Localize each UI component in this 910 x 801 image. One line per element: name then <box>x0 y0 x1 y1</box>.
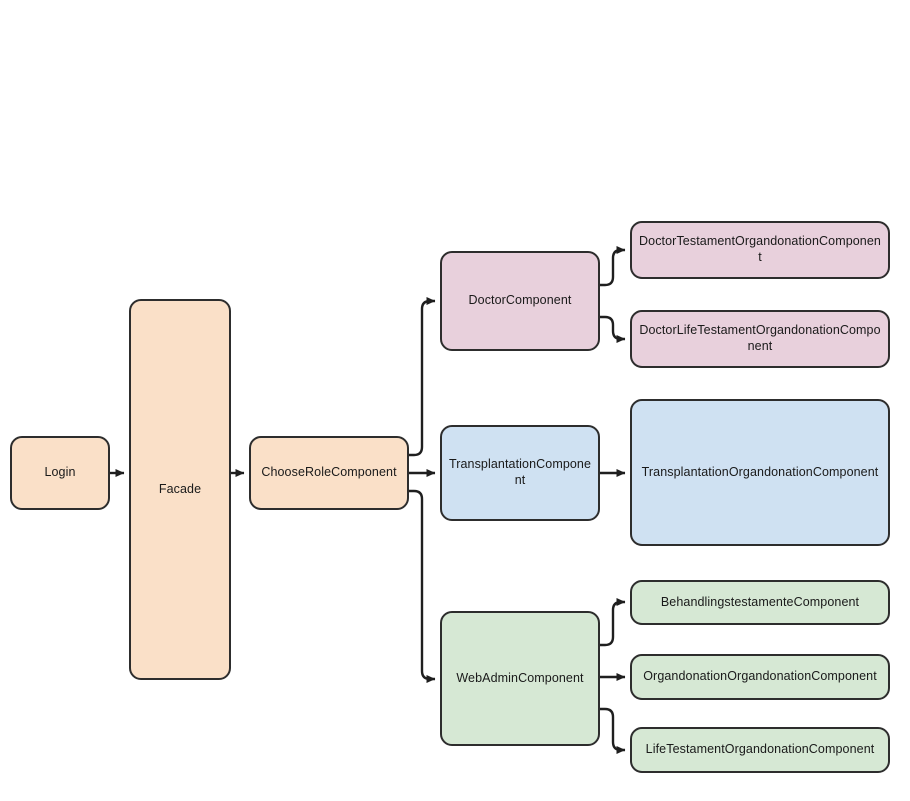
node-doctor-testament-organdonation-component-label: DoctorTestamentOrgandonationComponent <box>639 234 881 264</box>
node-transplantation-component-label: TransplantationComponent <box>448 457 592 487</box>
node-doctor-life-testament-organdonation-component[interactable]: DoctorLifeTestamentOrgandonationComponen… <box>630 310 890 368</box>
edge-doctor-to-doctor-testament <box>600 246 626 287</box>
node-login[interactable]: Login <box>10 436 110 510</box>
node-choose-role-component[interactable]: ChooseRoleComponent <box>249 436 409 510</box>
node-life-testament-organdonation-component[interactable]: LifeTestamentOrgandonationComponent <box>630 727 890 773</box>
node-webadmin-component-label: WebAdminComponent <box>456 670 584 685</box>
node-organdonation-organdonation-component[interactable]: OrgandonationOrgandonationComponent <box>630 654 890 700</box>
edge-choose-role-to-doctor <box>409 297 436 457</box>
node-behandlingstestamente-component[interactable]: BehandlingstestamenteComponent <box>630 580 890 625</box>
node-doctor-component[interactable]: DoctorComponent <box>440 251 600 351</box>
edge-choose-role-to-webadmin <box>409 489 436 683</box>
node-doctor-life-testament-organdonation-component-label: DoctorLifeTestamentOrgandonationComponen… <box>639 323 881 353</box>
edge-webadmin-to-behandlingstestamente <box>600 598 626 647</box>
edge-doctor-to-doctor-life-testament <box>600 315 626 343</box>
node-transplantation-component[interactable]: TransplantationComponent <box>440 425 600 521</box>
node-facade[interactable]: Facade <box>129 299 231 680</box>
node-login-label: Login <box>44 465 76 480</box>
node-webadmin-component[interactable]: WebAdminComponent <box>440 611 600 746</box>
node-transplantation-organdonation-component-label: TransplantationOrgandonationComponent <box>641 464 879 479</box>
node-facade-label: Facade <box>158 481 202 496</box>
edge-webadmin-to-life-testament <box>600 707 626 754</box>
node-doctor-testament-organdonation-component[interactable]: DoctorTestamentOrgandonationComponent <box>630 221 890 279</box>
node-organdonation-organdonation-component-label: OrgandonationOrgandonationComponent <box>643 669 877 684</box>
node-life-testament-organdonation-component-label: LifeTestamentOrgandonationComponent <box>645 742 875 757</box>
node-transplantation-organdonation-component[interactable]: TransplantationOrgandonationComponent <box>630 399 890 546</box>
node-behandlingstestamente-component-label: BehandlingstestamenteComponent <box>660 594 860 609</box>
node-choose-role-component-label: ChooseRoleComponent <box>261 465 397 480</box>
node-doctor-component-label: DoctorComponent <box>468 293 572 308</box>
